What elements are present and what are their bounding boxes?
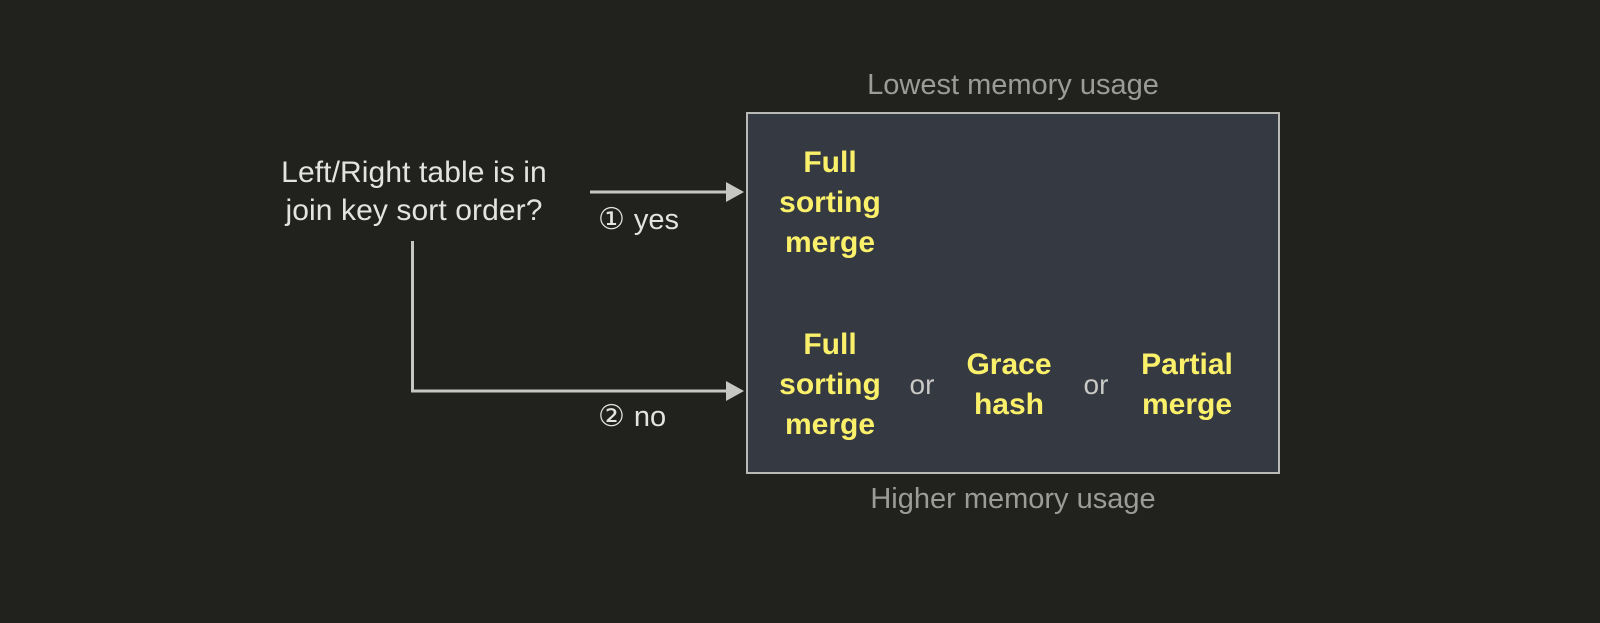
decision-question-line-1: Left/Right table is in (281, 156, 547, 189)
join-strategy-panel: Full sorting merge Full sorting merge or… (746, 112, 1280, 474)
option-separator-2: or (1083, 369, 1109, 400)
connector-yes-arrowhead (726, 182, 744, 202)
decision-question: Left/Right table is in join key sort ord… (246, 154, 582, 230)
option-full-sorting-merge-sorted: Full sorting merge (779, 146, 881, 259)
connector-no-arrowhead (726, 381, 744, 401)
option-partial-merge: Partial merge (1141, 348, 1233, 421)
option-separator-1: or (909, 369, 935, 400)
sorted-row: Full sorting merge (748, 128, 1278, 278)
branch-label-no-text: no (633, 401, 667, 433)
branch-label-yes-text: yes (633, 204, 680, 236)
decision-question-line-2: join key sort order? (285, 194, 543, 227)
unsorted-row: Full sorting merge or Grace hash or Part… (748, 310, 1278, 460)
option-full-sorting-merge-unsorted: Full sorting merge (779, 328, 881, 441)
branch-marker-1-icon: ① (598, 203, 625, 236)
connector-no-line (411, 241, 726, 393)
caption-lowest-memory: Lowest memory usage (867, 69, 1159, 101)
caption-higher-memory: Higher memory usage (870, 483, 1156, 515)
option-grace-hash: Grace hash (966, 348, 1052, 421)
branch-marker-2-icon: ② (598, 400, 625, 433)
